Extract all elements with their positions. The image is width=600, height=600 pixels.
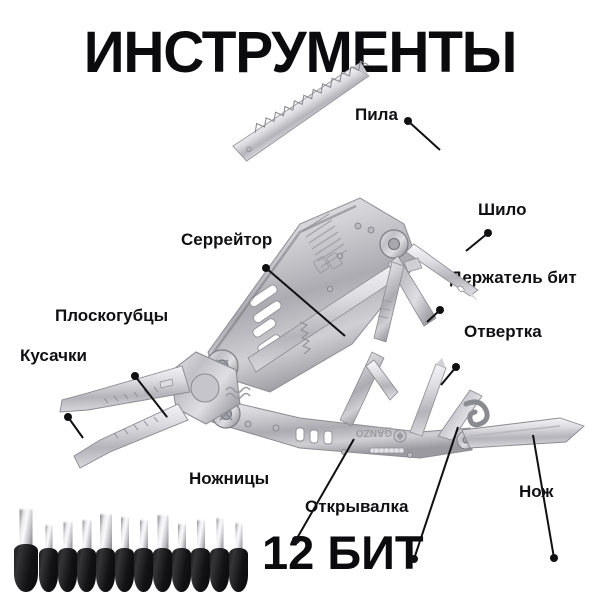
- leader-line-screwdriver: [440, 366, 457, 386]
- bit-body: [96, 548, 115, 592]
- bit-body: [153, 548, 172, 592]
- bit-tip-philips: [63, 521, 72, 554]
- bit-body: [210, 548, 229, 592]
- bit-body: [229, 548, 248, 592]
- leader-dot-saw: [404, 117, 412, 125]
- bit-tip-flat: [120, 516, 129, 554]
- leader-line-scissors: [295, 438, 355, 541]
- bit-holder-tool: [387, 255, 437, 327]
- leader-dot-bit-holder: [436, 306, 444, 314]
- pliers-head: [169, 351, 251, 425]
- bit-tip-torx: [177, 523, 186, 554]
- bit-12-hex-small: [229, 516, 248, 592]
- bit-10-torx: [191, 513, 210, 592]
- pliers-jaws: [59, 365, 191, 469]
- callout-label-bit-holder: Держатель бит: [450, 268, 577, 287]
- leader-dot-awl: [484, 229, 492, 237]
- callout-label-saw: Пила: [355, 105, 398, 124]
- bit-tip-philips: [45, 524, 52, 554]
- bit-tip-square: [157, 514, 168, 554]
- bit-8-square: [153, 508, 172, 592]
- bit-2-philips: [39, 518, 58, 592]
- bit-body: [58, 548, 77, 592]
- leader-dot-screwdriver: [452, 363, 460, 371]
- bit-tip-flat-narrow: [139, 519, 148, 554]
- bit-3-philips: [58, 515, 77, 592]
- callout-label-opener: Открывалка: [305, 497, 409, 516]
- bit-tip-hex-small: [235, 522, 242, 554]
- upper-handle: [205, 197, 419, 393]
- leader-dot-pliers: [131, 372, 139, 380]
- bit-body: [134, 548, 153, 592]
- bit-set-illustration: [14, 500, 254, 592]
- bit-11-hex: [210, 511, 229, 592]
- leader-dot-cutters: [64, 413, 72, 421]
- leader-line-pliers: [134, 375, 168, 418]
- bit-body: [115, 548, 134, 592]
- bit-body: [39, 548, 58, 592]
- bit-body: [14, 544, 38, 592]
- bit-5-flat-wide: [96, 507, 115, 592]
- bit-tip-flat-wide: [99, 513, 112, 554]
- bit-tip-hex: [216, 517, 223, 554]
- bit-7-flat-narrow: [134, 513, 153, 592]
- bit-body: [191, 548, 210, 592]
- callout-label-scissors: Ножницы: [189, 469, 270, 488]
- callout-label-knife: Нож: [519, 482, 554, 501]
- lower-handle: GANZO G301: [211, 397, 476, 459]
- knife-blade: [461, 417, 585, 449]
- bit-body: [77, 548, 96, 592]
- bit-9-torx: [172, 517, 191, 592]
- leader-line-awl: [465, 232, 489, 252]
- bit-tip-pozidriv: [82, 519, 91, 554]
- page-title: ИНСТРУМЕНТЫ: [83, 20, 518, 85]
- bit-6-flat: [115, 510, 134, 592]
- leader-dot-serrator: [262, 264, 270, 272]
- svg-text:G301: G301: [379, 425, 392, 431]
- brand-engraving: GANZO G301: [356, 425, 407, 443]
- callout-label-pliers: Плоскогубцы: [55, 306, 169, 325]
- scissors-tool: [339, 351, 399, 427]
- bits-count-caption: 12 БИТ: [262, 526, 424, 579]
- opener-tool: [437, 389, 490, 441]
- leader-line-cutters: [67, 416, 84, 439]
- leader-line-bit-holder: [426, 309, 441, 323]
- callout-label-awl: Шило: [478, 200, 527, 219]
- serrated-blade: [247, 261, 405, 373]
- svg-text:GANZO: GANZO: [356, 427, 392, 438]
- leader-dot-knife: [550, 554, 558, 562]
- leader-line-serrator: [265, 267, 346, 337]
- bit-1-socket: [14, 502, 38, 592]
- bit-tip-torx: [196, 519, 205, 554]
- callout-label-serrator: Серрейтор: [181, 230, 273, 249]
- bit-tip-socket: [19, 508, 33, 550]
- leader-line-saw: [407, 120, 441, 151]
- bit-body: [172, 548, 191, 592]
- file-tool: [373, 261, 405, 343]
- callout-label-screwdriver: Отвертка: [464, 322, 542, 341]
- bit-4-pozidriv: [77, 513, 96, 592]
- screwdriver-tool: [409, 358, 447, 437]
- callout-label-cutters: Кусачки: [20, 346, 87, 365]
